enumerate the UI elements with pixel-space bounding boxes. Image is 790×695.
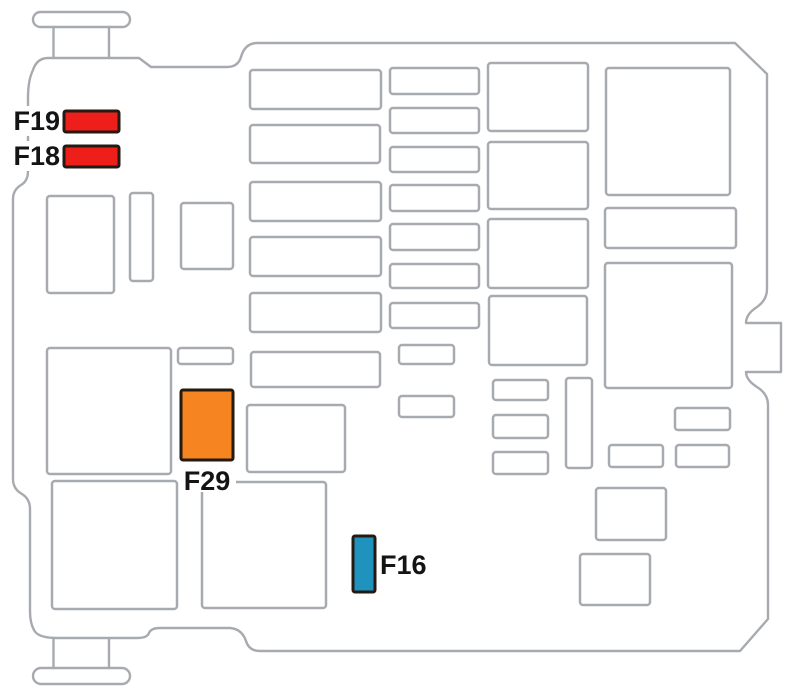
- fuse-slot: [486, 140, 590, 211]
- fuse-slot: [388, 301, 481, 330]
- fuse-slot: [578, 552, 652, 607]
- fuse-slot: [128, 191, 155, 283]
- fuse-f18: [62, 144, 121, 169]
- fuse-f29-label-bg: [179, 468, 236, 492]
- fusebox-outline: [11, 41, 783, 653]
- fuse-slot: [594, 486, 668, 542]
- fuse-slot: [486, 217, 590, 290]
- fuse-slot: [604, 66, 732, 197]
- fuse-slot: [486, 61, 590, 133]
- fuse-slot: [248, 68, 383, 111]
- fuse-slot: [249, 350, 382, 389]
- fuse-slot: [564, 376, 594, 470]
- fuse-slot: [248, 180, 383, 223]
- fuse-slots: [45, 61, 738, 611]
- fuse-slot: [248, 235, 383, 278]
- fuse-slot: [176, 346, 235, 366]
- fuse-slot: [674, 443, 731, 469]
- fuse-slot: [487, 294, 589, 367]
- fuse-slot: [603, 206, 738, 250]
- fuse-slot: [248, 291, 383, 334]
- fuse-slot: [45, 346, 173, 476]
- fuse-slot: [200, 480, 328, 610]
- fuse-f18-label: F18: [13, 141, 60, 171]
- fuse-f18-label-bg: [8, 141, 62, 171]
- fuse-slot: [179, 201, 235, 271]
- highlighted-fuses: F19 F18 F29 F16: [8, 106, 427, 594]
- fuse-f19-label: F19: [13, 106, 60, 136]
- fuse-slot: [388, 262, 481, 290]
- fuse-slot: [45, 194, 116, 295]
- fuse-slot: [388, 106, 481, 135]
- fuse-slot: [388, 183, 481, 213]
- fuse-slot: [491, 413, 550, 440]
- fuse-slot: [388, 145, 481, 174]
- fuse-f19-label-bg: [8, 106, 62, 136]
- bottom-mount-tab: [31, 666, 132, 686]
- fuse-f16-label: F16: [380, 550, 427, 580]
- fusebox-body: [11, 10, 783, 686]
- fuse-f16: [351, 534, 377, 594]
- fuse-f29-label: F29: [184, 466, 231, 496]
- fuse-f19: [62, 109, 121, 134]
- fuse-slot: [388, 66, 481, 96]
- fuse-slot: [603, 261, 734, 390]
- fuse-slot: [607, 443, 665, 469]
- fuse-slot: [50, 479, 179, 611]
- fuse-slot: [673, 406, 732, 432]
- fuse-slot: [491, 378, 550, 402]
- fuse-slot: [491, 450, 550, 476]
- fuse-f29: [179, 388, 235, 462]
- fuse-slot: [245, 403, 347, 474]
- fuse-slot: [397, 394, 456, 419]
- fuse-slot: [248, 123, 382, 165]
- fuse-slot: [388, 222, 481, 252]
- top-mount-tab: [31, 10, 132, 29]
- fuse-slot: [397, 343, 456, 366]
